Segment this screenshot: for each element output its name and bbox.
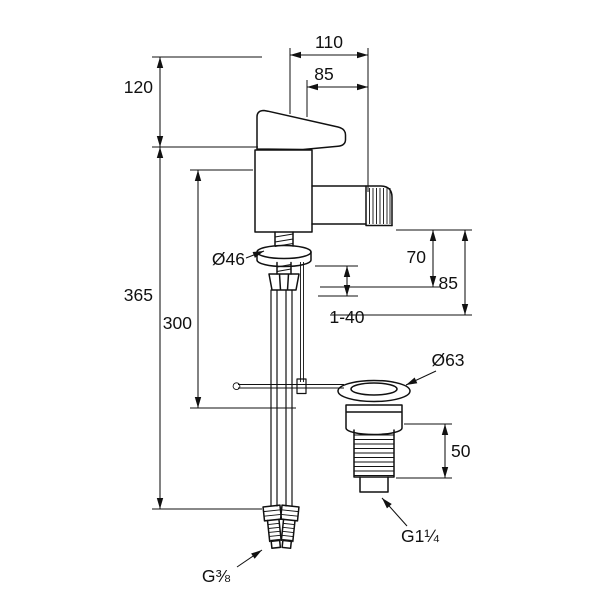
dimension-70: 70	[320, 229, 472, 288]
shank-upper-threads	[274, 233, 294, 247]
supply-hoses	[270, 289, 293, 507]
dim-dia-63-label: Ø63	[431, 350, 464, 370]
dim-70-label: 70	[407, 247, 427, 267]
hose-connector-right	[279, 504, 300, 550]
dim-110-label: 110	[315, 32, 343, 52]
dim-300-label: 300	[163, 313, 192, 333]
drain-body	[345, 404, 403, 436]
drain-tailpiece-threads	[354, 434, 394, 476]
dimension-85-top: 85	[306, 64, 368, 117]
dimension-dia-63: Ø63	[405, 350, 465, 386]
aerator	[365, 185, 393, 227]
connector-tip	[270, 539, 282, 549]
dimension-120: 120	[124, 56, 262, 148]
connector-tube	[280, 518, 296, 543]
dim-85-right-label: 85	[439, 273, 458, 293]
escutcheon-ring	[256, 244, 312, 260]
drain-cap-outer	[337, 379, 411, 403]
connector-nut-bands	[263, 509, 281, 517]
connector-nut	[279, 504, 300, 522]
dim-365-label: 365	[124, 285, 153, 305]
connector-tube	[266, 518, 282, 543]
dimension-50: 50	[396, 423, 471, 479]
aerator-knurling	[369, 188, 391, 224]
mixer-body	[254, 149, 313, 233]
dim-50-label: 50	[451, 441, 471, 461]
shank-lower	[276, 261, 292, 275]
dim-dia-46-label: Ø46	[212, 249, 245, 269]
dimension-spout-reach-110: 110	[289, 32, 369, 192]
popup-drain	[337, 379, 411, 493]
connector-tip	[281, 539, 293, 550]
handle-lever	[256, 109, 347, 151]
connector-nut-bands	[281, 509, 299, 517]
connector-nut	[262, 504, 283, 522]
drain-tailpiece	[353, 429, 395, 478]
dimension-300: 300	[163, 169, 296, 409]
dimension-dia-46: Ø46	[212, 249, 265, 269]
dimension-thread-g114: G1¼	[381, 497, 439, 546]
popup-rod-clamp	[296, 378, 307, 395]
lift-rod	[300, 262, 304, 382]
drain-bottom-tube	[359, 476, 389, 493]
dimension-85-right: 85	[330, 230, 472, 316]
shank-lower-threads	[276, 264, 292, 272]
dimension-365: 365	[124, 147, 262, 510]
dimension-deck-1-40: 1-40	[315, 265, 365, 327]
dim-g114-label: G1¼	[401, 526, 439, 546]
dim-120-label: 120	[124, 77, 153, 97]
dim-1-40-label: 1-40	[329, 307, 364, 327]
dim-g38-label: G⅜	[202, 566, 231, 586]
drain-cap-inner	[350, 382, 398, 396]
popup-horizontal-rod	[238, 384, 344, 389]
connector-threads	[267, 522, 282, 541]
connector-threads	[281, 522, 295, 541]
dimensions: 110 85 120 365	[124, 32, 472, 586]
spout	[311, 185, 393, 227]
hose-connector-left	[262, 504, 283, 549]
popup-rod-ball-end	[232, 382, 241, 391]
dim-85-top-label: 85	[314, 64, 333, 84]
dimension-thread-g38: G⅜	[202, 549, 263, 586]
mounting-nut	[268, 273, 300, 291]
faucet-outline	[232, 109, 411, 550]
